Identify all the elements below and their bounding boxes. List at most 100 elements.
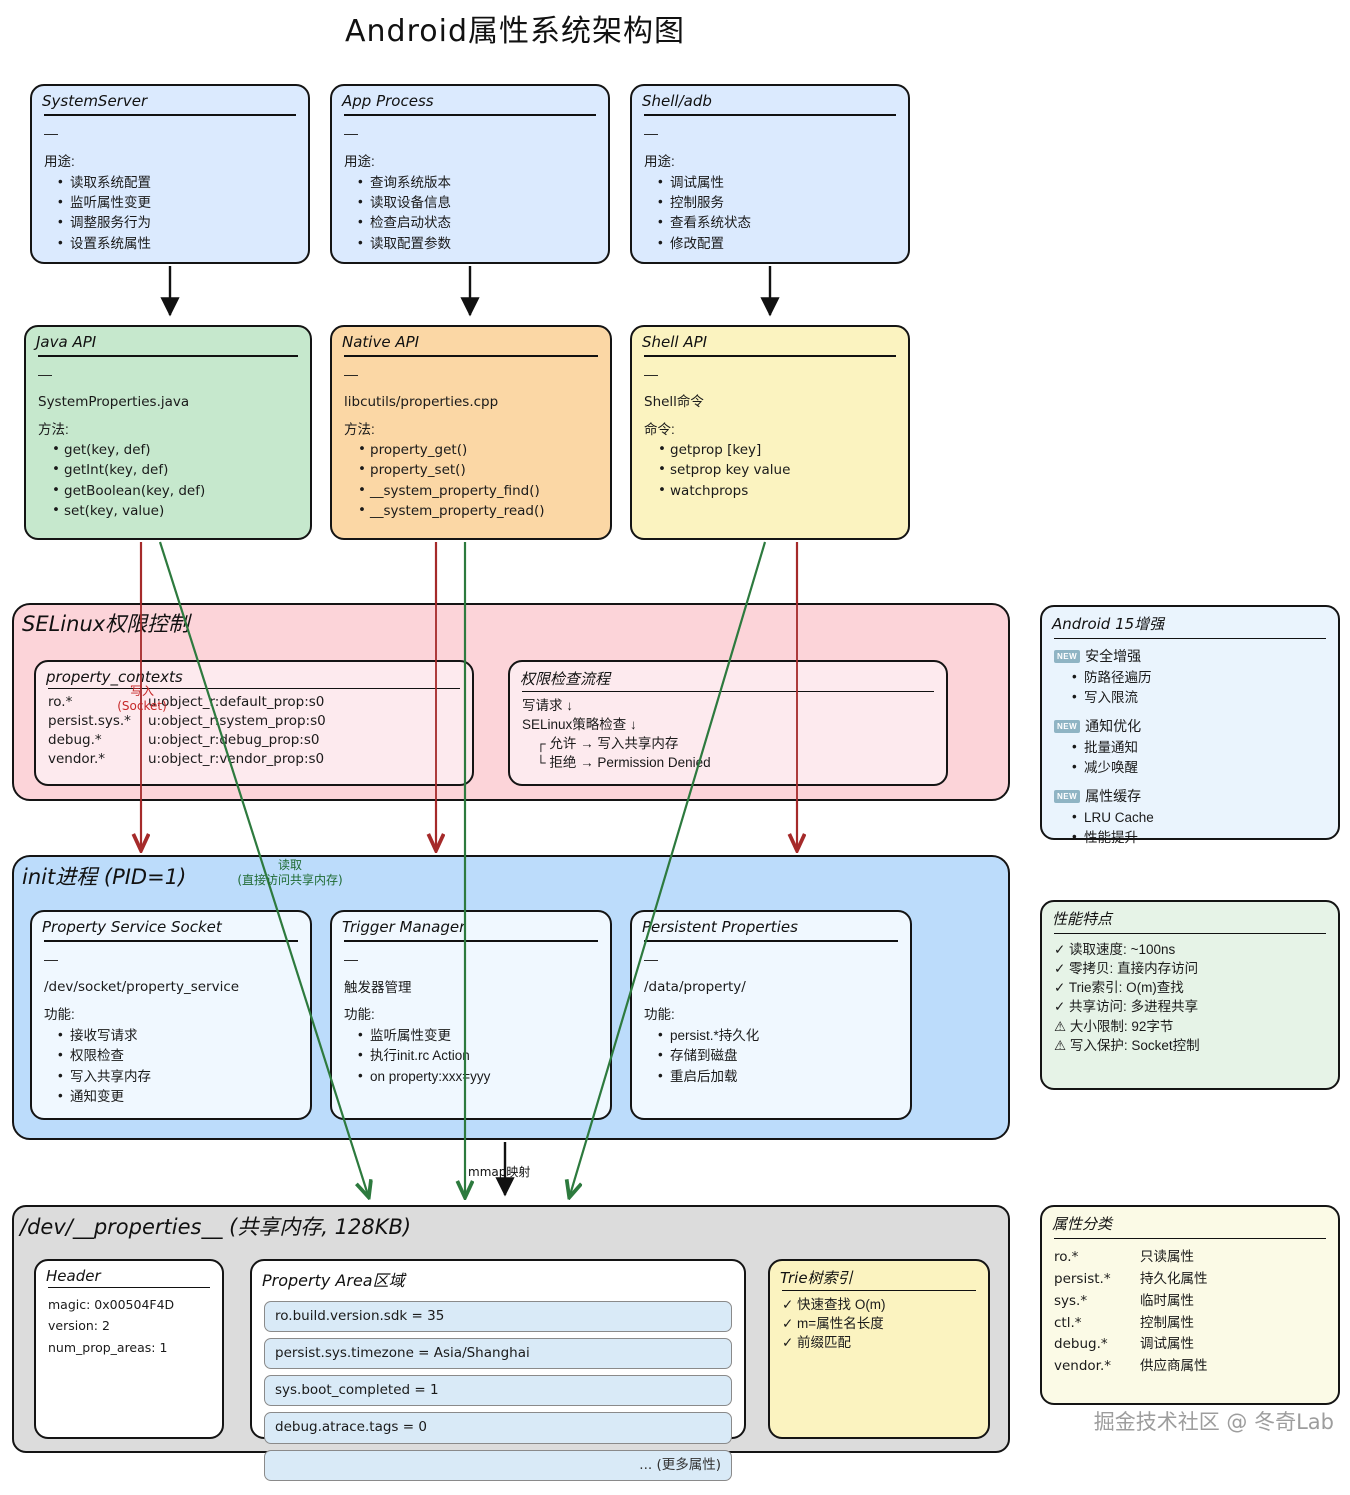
list-item: watchprops bbox=[658, 480, 896, 501]
api-title: Shell API bbox=[642, 333, 708, 351]
dash: — bbox=[644, 366, 658, 382]
shm-header-box: Header magic: 0x00504F4D version: 2 num_… bbox=[34, 1259, 224, 1439]
edge-label-read-line1: 读取 bbox=[277, 858, 302, 872]
list-item: 读取系统配置 bbox=[58, 172, 296, 192]
shared-memory-title: /dev/__properties__ (共享内存, 128KB) bbox=[20, 1215, 412, 1239]
edge-client-to-api bbox=[160, 266, 780, 317]
client-box-systemserver: SystemServer — 用途: 读取系统配置 监听属性变更 调整服务行为 … bbox=[30, 84, 310, 264]
category-row: ctl.* 控制属性 bbox=[1054, 1313, 1326, 1335]
list-item: persist.*持久化 bbox=[658, 1025, 898, 1045]
category-value: 持久化属性 bbox=[1140, 1270, 1208, 1287]
context-row: persist.sys.* u:object_r:system_prop:s0 bbox=[48, 712, 460, 731]
list-item: 通知变更 bbox=[58, 1086, 298, 1106]
trie-feature: ✓ m=属性名长度 bbox=[782, 1316, 884, 1332]
client-item-list: 读取系统配置 监听属性变更 调整服务行为 设置系统属性 bbox=[44, 172, 296, 253]
list-item: 设置系统属性 bbox=[58, 232, 296, 253]
dash: — bbox=[38, 366, 52, 382]
box-title: Persistent Properties bbox=[642, 918, 798, 936]
divider bbox=[44, 114, 296, 116]
feature-group-title: 安全增强 bbox=[1085, 648, 1142, 664]
dash: — bbox=[644, 125, 658, 141]
list-item: 查看系统状态 bbox=[658, 212, 896, 232]
box-title: 属性分类 bbox=[1052, 1215, 1113, 1233]
list-item: 防路径遍历 bbox=[1072, 667, 1326, 687]
box-title: Android 15增强 bbox=[1052, 615, 1165, 633]
box-path: /data/property/ bbox=[644, 978, 746, 995]
header-field: version: 2 bbox=[48, 1318, 110, 1334]
divider bbox=[644, 355, 896, 357]
category-key: vendor.* bbox=[1054, 1358, 1112, 1375]
category-row: ro.* 只读属性 bbox=[1054, 1247, 1326, 1269]
box-title: Trie树索引 bbox=[780, 1269, 853, 1287]
api-box-shell: Shell API — Shell命令 命令: getprop [key] se… bbox=[630, 325, 910, 540]
dash: — bbox=[344, 951, 358, 967]
init-box-property-service-socket: Property Service Socket — /dev/socket/pr… bbox=[30, 910, 312, 1120]
flow-line: 写请求 ↓ bbox=[522, 698, 574, 713]
category-key: persist.* bbox=[1054, 1270, 1111, 1287]
api-title: Native API bbox=[342, 333, 420, 351]
edge-label-read: 读取 (直接访问共享内存) bbox=[200, 858, 380, 888]
client-section-label: 用途: bbox=[644, 153, 675, 169]
divider bbox=[344, 940, 598, 942]
list-item: 检查启动状态 bbox=[358, 212, 596, 232]
api-file: Shell命令 bbox=[644, 393, 704, 410]
category-row: vendor.* 供应商属性 bbox=[1054, 1356, 1326, 1378]
list-item: 批量通知 bbox=[1072, 737, 1326, 757]
divider bbox=[48, 1287, 210, 1288]
list-item: 控制服务 bbox=[658, 192, 896, 212]
client-section-label: 用途: bbox=[344, 153, 375, 169]
box-section-label: 功能: bbox=[344, 1007, 375, 1023]
list-item: 读取配置参数 bbox=[358, 232, 596, 253]
property-row: debug.atrace.tags = 0 bbox=[264, 1412, 732, 1444]
category-row: debug.* 调试属性 bbox=[1054, 1334, 1326, 1356]
dash: — bbox=[44, 125, 58, 141]
list-item: property_set() bbox=[358, 460, 598, 480]
sidebar-categories-box: 属性分类 ro.* 只读属性 persist.* 持久化属性 sys.* 临时属… bbox=[1040, 1205, 1340, 1405]
list-item: 查询系统版本 bbox=[358, 172, 596, 192]
client-box-app-process: App Process — 用途: 查询系统版本 读取设备信息 检查启动状态 读… bbox=[330, 84, 610, 264]
list-item: setprop key value bbox=[658, 460, 896, 480]
edge-label-write-line2: (Socket) bbox=[117, 699, 167, 713]
property-row: ro.build.version.sdk = 35 bbox=[264, 1301, 732, 1333]
client-item-list: 调试属性 控制服务 查看系统状态 修改配置 bbox=[644, 172, 896, 253]
context-key: persist.sys.* bbox=[48, 713, 131, 730]
new-badge: NEW bbox=[1054, 720, 1081, 734]
list-item: 调整服务行为 bbox=[58, 212, 296, 232]
context-value: u:object_r:system_prop:s0 bbox=[148, 713, 326, 730]
header-field: magic: 0x00504F4D bbox=[48, 1297, 175, 1312]
edge-label-mmap: mmap映射 bbox=[468, 1165, 531, 1179]
box-title: Property Service Socket bbox=[42, 918, 222, 936]
list-item: LRU Cache bbox=[1072, 807, 1326, 827]
context-value: u:object_r:debug_prop:s0 bbox=[148, 732, 320, 749]
box-item-list: persist.*持久化 存储到磁盘 重启后加载 bbox=[644, 1025, 898, 1085]
list-item: 权限检查 bbox=[58, 1045, 298, 1065]
list-item: 写入共享内存 bbox=[58, 1065, 298, 1086]
client-title: Shell/adb bbox=[642, 92, 712, 110]
client-title: App Process bbox=[342, 92, 434, 110]
edge-label-write-line1: 写入 bbox=[129, 684, 154, 698]
property-row-more: ... (更多属性) bbox=[264, 1449, 732, 1481]
box-path: 触发器管理 bbox=[344, 979, 412, 995]
new-badge: NEW bbox=[1054, 790, 1081, 804]
context-key: debug.* bbox=[48, 732, 102, 749]
divider bbox=[1054, 1238, 1326, 1239]
trie-feature: ✓ 快速查找 O(m) bbox=[782, 1297, 886, 1312]
box-title: property_contexts bbox=[46, 668, 183, 686]
property-row: persist.sys.timezone = Asia/Shanghai bbox=[264, 1338, 732, 1370]
watermark: 掘金技术社区 @ 冬奇Lab bbox=[1093, 1410, 1334, 1434]
list-item: getInt(key, def) bbox=[52, 460, 298, 480]
category-value: 临时属性 bbox=[1140, 1292, 1194, 1309]
category-row: sys.* 临时属性 bbox=[1054, 1291, 1326, 1313]
category-value: 控制属性 bbox=[1140, 1314, 1194, 1331]
selinux-check-flow-box: 权限检查流程 写请求 ↓ SELinux策略检查 ↓ ┌ 允许 → 写入共享内存… bbox=[508, 660, 948, 786]
perf-item: ✓ 读取速度: ~100ns bbox=[1054, 942, 1176, 957]
box-section-label: 功能: bbox=[44, 1007, 75, 1023]
perf-item: ✓ Trie索引: O(m)查找 bbox=[1054, 980, 1184, 996]
category-row: persist.* 持久化属性 bbox=[1054, 1269, 1326, 1291]
api-section-label: 方法: bbox=[38, 422, 69, 438]
category-key: ctl.* bbox=[1054, 1314, 1082, 1331]
